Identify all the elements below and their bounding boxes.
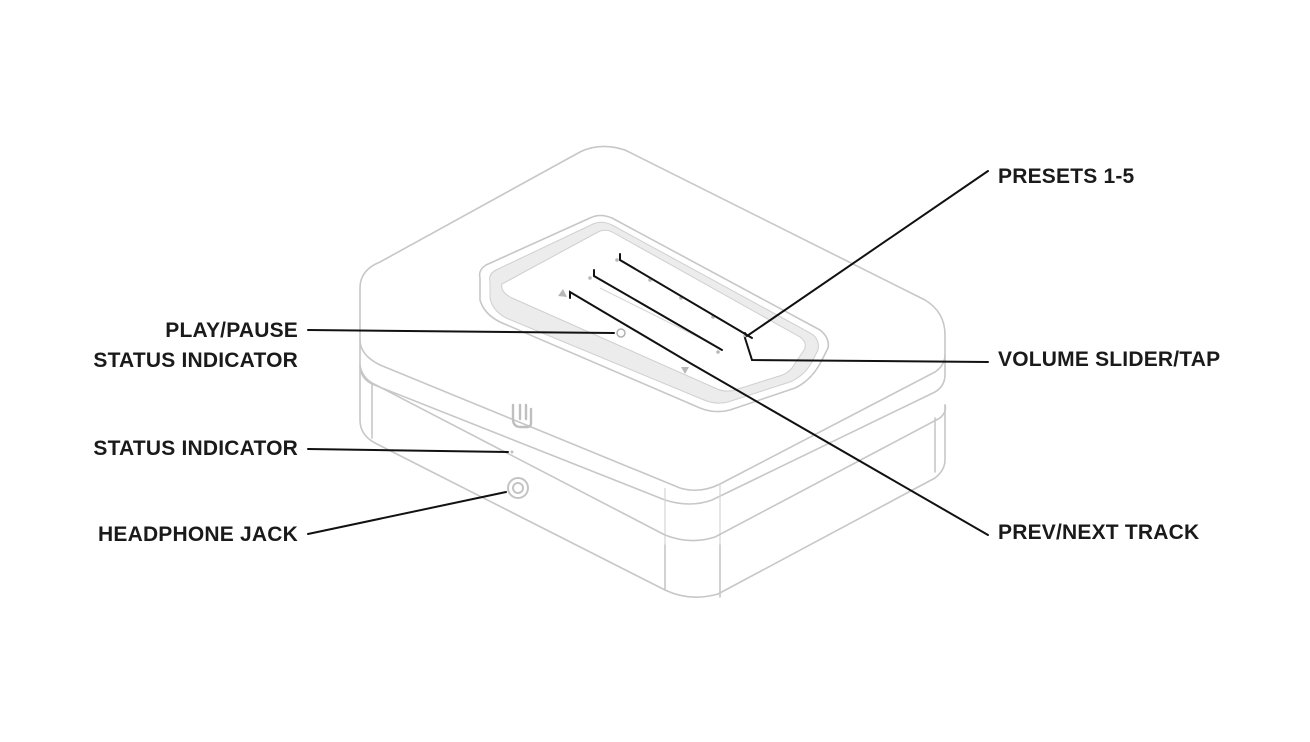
label-status-text: STATUS INDICATOR <box>93 437 298 460</box>
leader-play-pause <box>307 329 615 334</box>
leader-volume-bracket <box>593 269 723 351</box>
status-indicator-light <box>510 450 514 454</box>
label-prev-next-text: PREV/NEXT TRACK <box>998 521 1200 544</box>
leader-volume <box>744 337 989 363</box>
play-pause-icon[interactable] <box>616 328 626 338</box>
leader-prev-next <box>569 290 989 536</box>
volume-dot-up <box>588 276 592 280</box>
label-presets-text: PRESETS 1-5 <box>998 165 1135 188</box>
label-status: STATUS INDICATOR <box>93 434 298 464</box>
label-presets: PRESETS 1-5 <box>998 162 1134 192</box>
bluesound-logo-icon <box>511 403 533 429</box>
device-seam <box>359 364 947 542</box>
device-base-bottom <box>371 384 936 598</box>
label-play-pause: PLAY/PAUSE STATUS INDICATOR <box>93 316 298 376</box>
prev-track-icon[interactable] <box>558 289 567 297</box>
device-base <box>359 364 946 598</box>
label-play-pause-line2: STATUS INDICATOR <box>93 349 298 372</box>
label-headphone: HEADPHONE JACK <box>98 520 298 550</box>
leader-presets <box>744 170 989 338</box>
volume-dot-down <box>716 350 720 354</box>
next-track-icon[interactable] <box>681 367 689 374</box>
label-play-pause-line1: PLAY/PAUSE <box>165 319 298 342</box>
preset-dot-1 <box>615 258 619 262</box>
headphone-jack-icon[interactable] <box>507 477 529 499</box>
label-prev-next: PREV/NEXT TRACK <box>998 518 1199 548</box>
device-upper-band <box>359 339 946 505</box>
leader-headphone <box>307 491 507 535</box>
leader-status <box>307 448 509 453</box>
leader-presets-bracket <box>619 253 753 339</box>
label-volume-text: VOLUME SLIDER/TAP <box>998 348 1221 371</box>
label-volume: VOLUME SLIDER/TAP <box>998 345 1220 375</box>
label-headphone-text: HEADPHONE JACK <box>98 523 298 546</box>
